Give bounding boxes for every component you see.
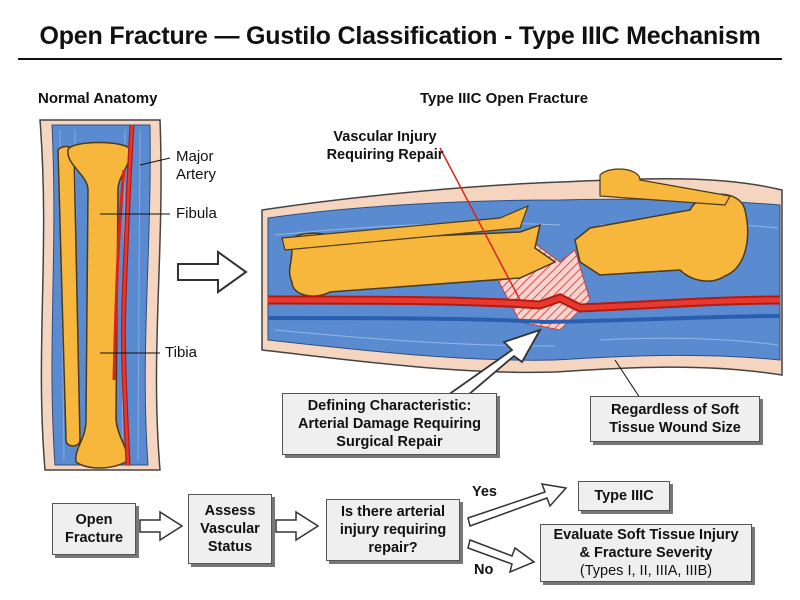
type-iiic-box: Type IIIC xyxy=(578,481,670,511)
open-fracture-text: Open Fracture xyxy=(64,512,124,546)
soft-tissue-size-box: Regardless of Soft Tissue Wound Size xyxy=(590,396,760,442)
normal-leg-illustration xyxy=(39,119,171,471)
yes-label: Yes xyxy=(472,484,497,500)
arterial-question-text: Is there arterial injury requiring repai… xyxy=(339,504,447,556)
type-iiic-text: Type IIIC xyxy=(594,488,654,504)
arterial-question-box: Is there arterial injury requiring repai… xyxy=(326,499,460,561)
defining-characteristic-box: Defining Characteristic: Arterial Damage… xyxy=(282,393,497,455)
fracture-heading: Type IIIC Open Fracture xyxy=(420,90,589,107)
page-title: Open Fracture — Gustilo Classification -… xyxy=(39,22,761,50)
assess-vascular-text: Assess Vascular Status xyxy=(200,503,260,555)
normal-anatomy-heading: Normal Anatomy xyxy=(38,90,158,107)
tibia-label: Tibia xyxy=(165,344,197,361)
vascular-injury-label: Vascular Injury Requiring Repair xyxy=(326,129,444,163)
no-label: No xyxy=(474,562,494,578)
title-divider xyxy=(18,58,782,60)
fractured-leg-illustration xyxy=(261,147,783,399)
evaluate-box: Evaluate Soft Tissue Injury & Fracture S… xyxy=(540,524,752,582)
evaluate-subtext: (Types I, II, IIIA, IIIB) xyxy=(579,563,713,579)
soft-tissue-size-text: Regardless of Soft Tissue Wound Size xyxy=(609,402,741,436)
assess-vascular-box: Assess Vascular Status xyxy=(188,494,272,564)
progression-arrow xyxy=(177,250,248,294)
major-artery-label: Major Artery xyxy=(176,148,217,183)
open-fracture-box: Open Fracture xyxy=(52,503,136,555)
flow-arrows xyxy=(139,483,568,574)
defining-characteristic-text: Defining Characteristic: Arterial Damage… xyxy=(298,398,481,450)
evaluate-text: Evaluate Soft Tissue Injury & Fracture S… xyxy=(553,527,739,561)
fibula-label: Fibula xyxy=(176,205,217,222)
